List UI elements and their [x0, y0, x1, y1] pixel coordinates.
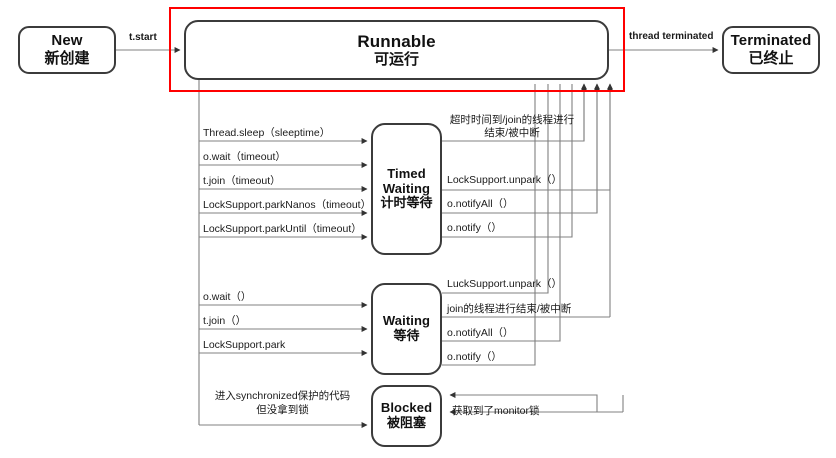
state-box-blocked[interactable]: Blocked 被阻塞 — [371, 385, 442, 447]
state-label-runnable-en: Runnable — [357, 31, 436, 51]
state-box-new[interactable]: New 新创建 — [18, 26, 116, 74]
edge-label-from-waiting-3: o.notifyAll（） — [447, 327, 514, 339]
edge-label-to-blocked-1: 进入synchronized保护的代码 — [214, 390, 351, 402]
edge-label-from-timed-2: LockSupport.unpark（） — [447, 174, 562, 186]
edge-from-timed-notifyall — [442, 83, 601, 214]
state-label-blocked-en: Blocked — [380, 400, 433, 416]
edge-label-to-waiting-2: t.join（） — [203, 315, 247, 327]
edge-from-waiting-notifyall — [442, 84, 561, 342]
state-box-runnable[interactable]: Runnable 可运行 — [184, 20, 609, 80]
edge-label-to-waiting-3: LockSupport.park — [203, 339, 286, 351]
state-label-waiting-en: Waiting — [382, 313, 431, 329]
edge-label-t-start: t.start — [129, 32, 157, 43]
state-label-timed-en2: Waiting — [382, 180, 431, 196]
edge-label-to-timed-1: Thread.sleep（sleeptime） — [203, 127, 331, 139]
state-label-new-cn: 新创建 — [44, 49, 90, 67]
edge-label-from-waiting-4: o.notify（） — [447, 351, 502, 363]
edge-label-from-waiting-1: LuckSupport.unpark（） — [447, 278, 562, 290]
state-label-timed-en1: Timed — [387, 165, 426, 181]
state-label-runnable-cn: 可运行 — [373, 50, 419, 68]
state-label-blocked-cn: 被阻塞 — [386, 414, 426, 430]
state-label-terminated-cn: 已终止 — [748, 49, 794, 67]
edge-label-to-waiting-1: o.wait（） — [203, 291, 252, 303]
state-label-timed-cn: 计时等待 — [380, 195, 433, 211]
edge-from-timed-notify — [442, 84, 573, 238]
edge-from-waiting-unpark — [442, 84, 549, 294]
edge-label-from-waiting-2: join的线程进行结束/被中断 — [447, 303, 572, 315]
state-box-terminated[interactable]: Terminated 已终止 — [722, 26, 820, 74]
edge-label-from-blocked: 获取到了monitor锁 — [452, 405, 540, 417]
edge-label-from-timed-1: 超时时间到/join的线程进行结束/被中断 — [449, 114, 575, 140]
state-box-timed-waiting[interactable]: Timed Waiting 计时等待 — [371, 123, 442, 255]
edge-from-waiting-notify — [442, 84, 536, 366]
edge-label-from-timed-4: o.notify（） — [447, 222, 502, 234]
edge-label-to-timed-4: LockSupport.parkNanos（timeout） — [203, 199, 372, 211]
edge-label-from-timed-3: o.notifyAll（） — [447, 198, 514, 210]
state-label-waiting-cn: 等待 — [393, 327, 420, 343]
edge-label-to-blocked-2: 但没拿到锁 — [256, 404, 309, 416]
state-label-new-en: New — [51, 31, 83, 49]
edge-label-thread-terminated: thread terminated — [629, 31, 714, 42]
edge-label-to-timed-3: t.join（timeout） — [203, 175, 281, 187]
edge-label-to-timed-2: o.wait（timeout） — [203, 151, 286, 163]
state-box-waiting[interactable]: Waiting 等待 — [371, 283, 442, 375]
edge-label-to-timed-5: LockSupport.parkUntil（timeout） — [203, 223, 362, 235]
edge-from-blocked-monitor-a — [449, 391, 598, 412]
state-label-terminated-en: Terminated — [730, 31, 812, 49]
